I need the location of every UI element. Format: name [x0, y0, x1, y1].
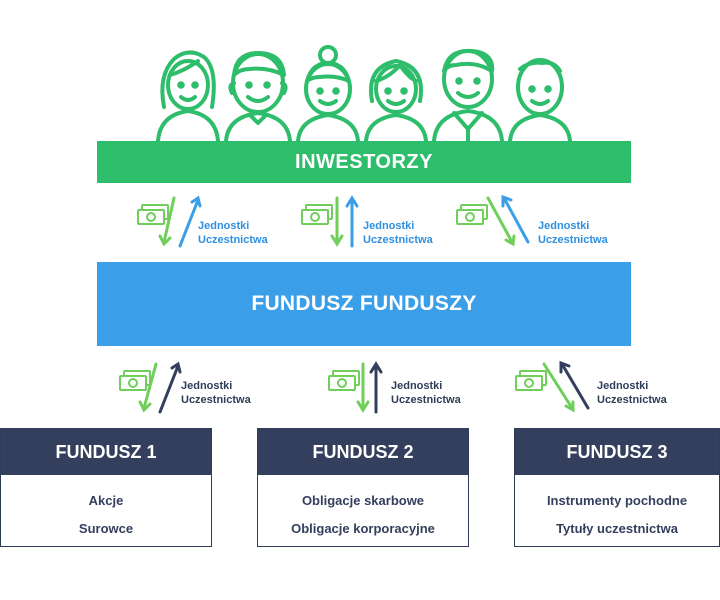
investors-illustration	[156, 45, 572, 143]
money-icon-lower-2	[328, 370, 360, 391]
units-label-upper-1: Jednostki Uczestnictwa	[198, 220, 268, 246]
investor-avatar-icon	[156, 50, 220, 143]
flow-arrows-upper-2	[330, 195, 359, 248]
fund-asset-item: Obligacje skarbowe	[301, 493, 425, 508]
fund-title: FUNDUSZ 2	[258, 429, 468, 475]
fund-of-funds-label: FUNDUSZ FUNDUSZY	[251, 292, 477, 315]
investor-avatar-icon	[508, 58, 572, 143]
units-label-lower-3: Jednostki Uczestnictwa	[597, 380, 667, 406]
units-label-lower-1: Jednostki Uczestnictwa	[181, 380, 251, 406]
flow-arrows-lower-1	[138, 361, 182, 414]
units-label-upper-3: Jednostki Uczestnictwa	[538, 220, 608, 246]
fund-box-2: FUNDUSZ 2 Obligacje skarbowe Obligacje k…	[257, 428, 469, 547]
fund-asset-item: Obligacje korporacyjne	[291, 521, 435, 536]
units-label-lower-2: Jednostki Uczestnictwa	[391, 380, 461, 406]
investors-label: INWESTORZY	[295, 150, 433, 173]
investor-avatar-icon	[364, 59, 428, 143]
investor-avatar-icon	[432, 48, 504, 143]
flow-arrows-lower-2	[356, 361, 383, 414]
money-icon-upper-2	[301, 204, 333, 225]
fund-asset-item: Akcje	[88, 493, 124, 508]
investors-bar: INWESTORZY	[97, 141, 631, 183]
flow-arrows-upper-3	[486, 194, 530, 247]
fund-title: FUNDUSZ 3	[515, 429, 719, 475]
fund-asset-item: Instrumenty pochodne	[546, 493, 688, 508]
flow-arrows-upper-1	[158, 195, 202, 248]
fund-box-1: FUNDUSZ 1 Akcje Surowce	[0, 428, 212, 547]
investor-avatar-icon	[296, 45, 360, 143]
fund-asset-item: Tytuły uczestnictwa	[556, 521, 678, 536]
investor-avatar-icon	[224, 51, 292, 143]
money-icon-upper-1	[137, 204, 169, 225]
money-icon-lower-3	[515, 370, 547, 391]
flow-arrows-lower-3	[542, 360, 590, 413]
money-icon-upper-3	[456, 204, 488, 225]
fund-of-funds-bar: FUNDUSZ FUNDUSZY	[97, 262, 631, 346]
fund-box-3: FUNDUSZ 3 Instrumenty pochodne Tytuły uc…	[514, 428, 720, 547]
fund-title: FUNDUSZ 1	[1, 429, 211, 475]
money-icon-lower-1	[119, 370, 151, 391]
fund-asset-item: Surowce	[78, 521, 134, 536]
units-label-upper-2: Jednostki Uczestnictwa	[363, 220, 433, 246]
